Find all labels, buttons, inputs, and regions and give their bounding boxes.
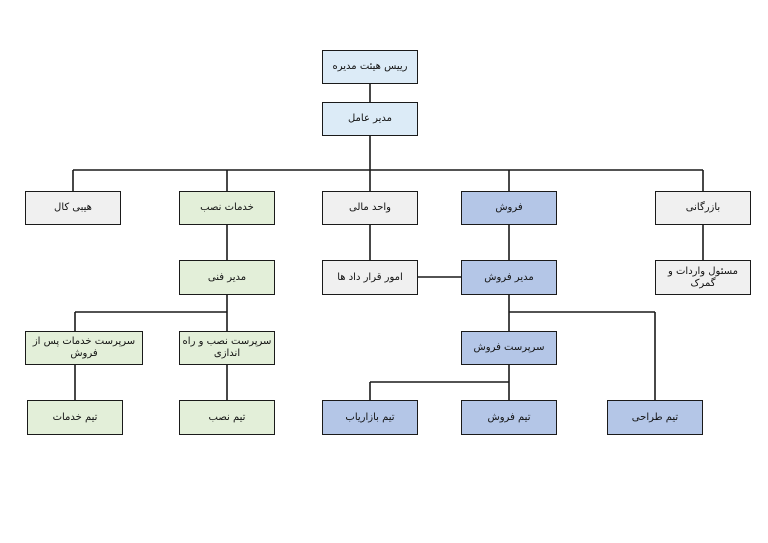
sales-supervisor-box: سرپرست فروش	[461, 331, 557, 365]
sales-box: فروش	[461, 191, 557, 225]
heavy-kal-box: هیبی کال	[25, 191, 121, 225]
finance-box: واحد مالی	[322, 191, 418, 225]
service-team-box: تیم خدمات	[27, 400, 123, 435]
marketing-team-box: تیم بازاریاب	[322, 400, 418, 435]
technical-manager-box: مدیر فنی	[179, 260, 275, 295]
install-supervisor-box: سرپرست نصب و راه اندازی	[179, 331, 275, 365]
aftersales-supervisor-box: سرپرست خدمات پس از فروش	[25, 331, 143, 365]
commerce-box: بازرگانی	[655, 191, 751, 225]
install-team-box: تیم نصب	[179, 400, 275, 435]
board-chairman-box: رییس هیئت مدیره	[322, 50, 418, 84]
sales-manager-box: مدیر فروش	[461, 260, 557, 295]
design-team-box: تیم طراحی	[607, 400, 703, 435]
contracts-box: امور قرار داد ها	[322, 260, 418, 295]
installation-services-box: خدمات نصب	[179, 191, 275, 225]
sales-team-box: تیم فروش	[461, 400, 557, 435]
ceo-box: مدیر عامل	[322, 102, 418, 136]
import-customs-box: مسئول واردات و گمرک	[655, 260, 751, 295]
